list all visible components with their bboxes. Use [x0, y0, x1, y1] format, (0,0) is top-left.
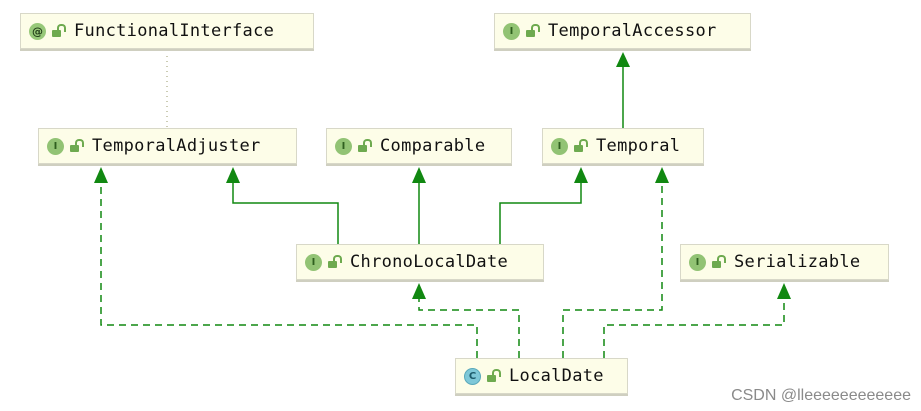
- node-local-date[interactable]: C LocalDate: [455, 358, 628, 394]
- node-label: TemporalAccessor: [548, 21, 717, 41]
- edge-chrono-local-date-temporal-adjuster: [232, 181, 339, 244]
- node-label: FunctionalInterface: [74, 21, 275, 41]
- edge-local-date-chrono-local-date: [418, 297, 520, 358]
- node-temporal[interactable]: I Temporal: [542, 128, 704, 164]
- node-chrono-local-date[interactable]: I ChronoLocalDate: [296, 244, 544, 280]
- arrowhead-temporal-solid: [574, 167, 588, 183]
- edge-local-date-temporal: [562, 181, 663, 358]
- class-icon: C: [464, 367, 481, 385]
- lock-icon: [358, 139, 372, 153]
- lock-icon: [526, 24, 540, 38]
- node-label: Temporal: [596, 136, 681, 156]
- node-label: LocalDate: [509, 366, 604, 386]
- node-label: Serializable: [734, 252, 861, 272]
- node-comparable[interactable]: I Comparable: [326, 128, 512, 164]
- lock-icon: [328, 255, 342, 269]
- node-label: ChronoLocalDate: [350, 252, 509, 272]
- node-label: Comparable: [380, 136, 486, 156]
- interface-icon: I: [503, 22, 520, 40]
- arrowhead-temporal-adjuster-dashed: [94, 167, 108, 183]
- edge-local-date-temporal-adjuster: [100, 181, 478, 358]
- node-temporal-adjuster[interactable]: I TemporalAdjuster: [38, 128, 297, 164]
- interface-icon: I: [335, 137, 352, 155]
- lock-icon: [574, 139, 588, 153]
- node-functional-interface[interactable]: @ FunctionalInterface: [20, 13, 314, 49]
- lock-icon: [70, 139, 84, 153]
- lock-icon: [52, 24, 66, 38]
- arrowhead-chrono-local-date: [412, 283, 426, 299]
- lock-icon: [712, 255, 726, 269]
- arrowhead-temporal-dashed: [655, 167, 669, 183]
- edge-chrono-local-date-temporal: [499, 181, 582, 244]
- edge-local-date-serializable: [603, 297, 785, 358]
- arrowhead-temporal-accessor: [616, 52, 630, 67]
- node-label: TemporalAdjuster: [92, 136, 261, 156]
- annotation-icon: @: [29, 22, 46, 40]
- node-serializable[interactable]: I Serializable: [680, 244, 889, 280]
- arrowhead-comparable: [412, 167, 426, 183]
- lock-icon: [487, 369, 501, 383]
- interface-icon: I: [689, 253, 706, 271]
- node-temporal-accessor[interactable]: I TemporalAccessor: [494, 13, 751, 49]
- arrowhead-serializable: [777, 283, 791, 299]
- interface-icon: I: [551, 137, 568, 155]
- interface-icon: I: [47, 137, 64, 155]
- interface-icon: I: [305, 253, 322, 271]
- arrowhead-temporal-adjuster-solid: [226, 167, 240, 183]
- watermark: CSDN @lleeeeeeeeeeee: [731, 387, 911, 404]
